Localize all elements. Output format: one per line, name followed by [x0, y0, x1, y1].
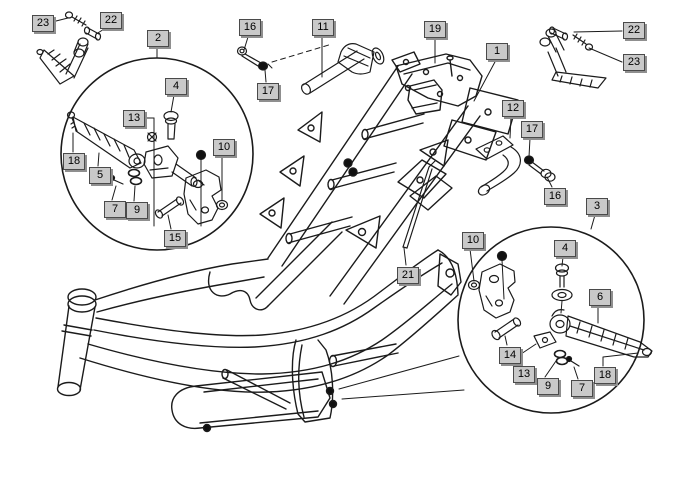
callout-6-text: 6 — [596, 291, 604, 303]
callout-18-right-text: 18 — [598, 369, 612, 381]
screw-part-7-right — [565, 355, 580, 367]
bolt-23-right — [584, 43, 594, 51]
callout-19-text: 19 — [428, 23, 442, 35]
callout-13-left[interactable]: 13 — [123, 110, 145, 127]
callout-9-right-text: 9 — [544, 380, 552, 392]
plug-pin-right — [496, 250, 508, 262]
callout-22-left-text: 22 — [104, 14, 118, 26]
callout-7-left[interactable]: 7 — [104, 201, 126, 218]
callout-18-right[interactable]: 18 — [594, 367, 616, 384]
callout-5[interactable]: 5 — [89, 167, 111, 184]
callout-7-right-text: 7 — [578, 382, 586, 394]
callout-13-left-text: 13 — [127, 112, 141, 124]
callout-12-text: 12 — [506, 102, 520, 114]
clamp-part-13-right — [533, 331, 557, 349]
washers-part-9-left — [127, 168, 143, 186]
callout-23-left[interactable]: 23 — [32, 15, 54, 32]
brake-rod-part-21 — [402, 160, 436, 249]
cap-part-18-right — [641, 347, 653, 357]
hanger-link-part-12 — [475, 135, 521, 196]
callout-15-text: 15 — [168, 232, 182, 244]
callout-17-top-text: 17 — [261, 85, 275, 97]
pin-part-15 — [154, 196, 185, 219]
callout-2[interactable]: 2 — [147, 30, 169, 47]
callout-14-text: 14 — [503, 349, 517, 361]
floorboard — [171, 339, 399, 433]
pin-part-14 — [491, 317, 522, 341]
callout-18-left[interactable]: 18 — [63, 153, 85, 170]
callout-12[interactable]: 12 — [502, 100, 524, 117]
callout-2-text: 2 — [154, 32, 162, 44]
callout-21-text: 21 — [401, 269, 415, 281]
callout-14[interactable]: 14 — [499, 347, 521, 364]
callout-23-left-text: 23 — [36, 17, 50, 29]
callout-21[interactable]: 21 — [397, 267, 419, 284]
callout-13-right-text: 13 — [517, 368, 531, 380]
callout-15[interactable]: 15 — [164, 230, 186, 247]
callout-17-right-text: 17 — [525, 123, 539, 135]
assembly-dashed-line — [271, 43, 333, 63]
callout-23-right-text: 23 — [627, 56, 641, 68]
callout-10-right-text: 10 — [466, 234, 480, 246]
leader-lines — [51, 17, 639, 380]
plug-pin-left — [195, 149, 207, 161]
callout-19[interactable]: 19 — [424, 21, 446, 38]
callout-7-right[interactable]: 7 — [571, 380, 593, 397]
pillion-peg-tube-part-11 — [300, 43, 385, 95]
callout-17-right[interactable]: 17 — [521, 121, 543, 138]
callout-1-text: 1 — [493, 45, 501, 57]
callout-11-text: 11 — [317, 21, 329, 33]
rear-subframe — [391, 51, 519, 161]
callout-16-right[interactable]: 16 — [544, 188, 566, 205]
callout-10-right[interactable]: 10 — [462, 232, 484, 249]
bolt-part-18-left — [66, 111, 78, 132]
callout-22-right-text: 22 — [627, 24, 641, 36]
callout-7-left-text: 7 — [111, 203, 119, 215]
callout-17-top[interactable]: 17 — [257, 83, 279, 100]
callout-9-left[interactable]: 9 — [126, 202, 148, 219]
callout-9-left-text: 9 — [133, 204, 141, 216]
seat-rail-ladder — [255, 65, 481, 307]
callout-10-left-text: 10 — [217, 141, 231, 153]
callout-9-right[interactable]: 9 — [537, 378, 559, 395]
callout-10-left[interactable]: 10 — [213, 139, 235, 156]
callout-11[interactable]: 11 — [312, 19, 334, 36]
bolt-16-top — [236, 46, 273, 71]
stand-bracket — [397, 159, 453, 211]
callout-23-right[interactable]: 23 — [623, 54, 645, 71]
callout-4-right[interactable]: 4 — [554, 240, 576, 257]
callout-6[interactable]: 6 — [589, 289, 611, 306]
callout-4-left-text: 4 — [172, 80, 180, 92]
callout-13-right[interactable]: 13 — [513, 366, 535, 383]
callout-16-top-text: 16 — [243, 21, 257, 33]
steering-head-tube — [56, 288, 97, 397]
callout-22-right[interactable]: 22 — [623, 22, 645, 39]
frame-drawing — [56, 51, 519, 433]
callout-4-left[interactable]: 4 — [165, 78, 187, 95]
bolt-23-left — [64, 11, 74, 19]
footpeg-part-6 — [549, 309, 653, 358]
callout-22-left[interactable]: 22 — [100, 12, 122, 29]
callout-16-right-text: 16 — [548, 190, 562, 202]
right-detail-parts — [467, 250, 653, 367]
callout-18-left-text: 18 — [67, 155, 81, 167]
detail-cone-lines — [338, 355, 465, 400]
callout-16-top[interactable]: 16 — [239, 19, 261, 36]
callout-3[interactable]: 3 — [586, 198, 608, 215]
bolt-16-right — [523, 155, 556, 182]
callout-3-text: 3 — [593, 200, 601, 212]
callout-5-text: 5 — [96, 169, 104, 181]
callout-4-right-text: 4 — [561, 242, 569, 254]
footpeg-bracket-right-exploded — [539, 26, 607, 89]
left-detail-parts — [66, 110, 229, 227]
callout-1[interactable]: 1 — [486, 43, 508, 60]
